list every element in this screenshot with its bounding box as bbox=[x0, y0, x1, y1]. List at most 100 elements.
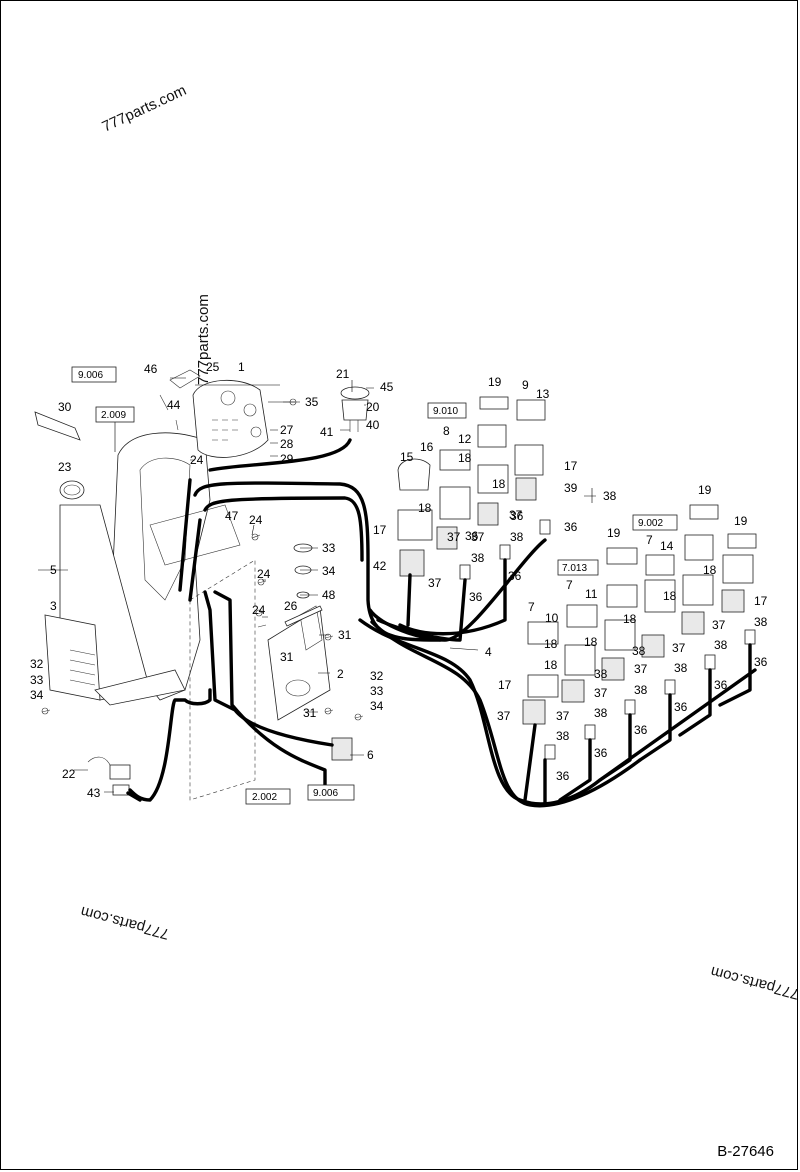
label-24a: 24 bbox=[190, 453, 204, 467]
label-34c: 34 bbox=[322, 564, 336, 578]
label-38h: 38 bbox=[556, 729, 570, 743]
label-7b: 7 bbox=[566, 578, 573, 592]
label-18b: 18 bbox=[418, 501, 432, 515]
ref-box-9006-bottom: 9.006 bbox=[313, 788, 338, 799]
label-18f: 18 bbox=[623, 612, 637, 626]
label-44: 44 bbox=[167, 398, 181, 412]
label-36j: 36 bbox=[510, 509, 524, 523]
label-29: 29 bbox=[280, 452, 294, 466]
watermark-bottom-right: 777parts.com bbox=[709, 963, 800, 1003]
label-37j: 37 bbox=[447, 530, 461, 544]
label-7c: 7 bbox=[528, 600, 535, 614]
ref-box-7013: 7.013 bbox=[562, 563, 587, 574]
label-48: 48 bbox=[322, 588, 336, 602]
label-20: 20 bbox=[366, 400, 380, 414]
label-19d: 19 bbox=[607, 526, 621, 540]
label-42: 42 bbox=[373, 559, 387, 573]
foam-strip-30 bbox=[34, 411, 81, 441]
label-5: 5 bbox=[50, 563, 57, 577]
label-37i: 37 bbox=[497, 709, 511, 723]
label-17a: 17 bbox=[564, 459, 578, 473]
label-19c: 19 bbox=[734, 514, 748, 528]
label-34a: 34 bbox=[30, 688, 44, 702]
console-housing bbox=[44, 432, 256, 801]
label-33c: 33 bbox=[322, 541, 336, 555]
label-37d: 37 bbox=[712, 618, 726, 632]
label-36c: 36 bbox=[469, 590, 483, 604]
label-38-group: 38 bbox=[603, 489, 617, 503]
label-16: 16 bbox=[420, 440, 434, 454]
label-27: 27 bbox=[280, 423, 294, 437]
watermark-bottom-left: 777parts.com bbox=[79, 903, 171, 943]
label-38j: 38 bbox=[594, 667, 608, 681]
ref-box-9010: 9.010 bbox=[433, 406, 458, 417]
label-41: 41 bbox=[320, 425, 334, 439]
label-18d: 18 bbox=[703, 563, 717, 577]
label-17c: 17 bbox=[754, 594, 768, 608]
label-34b: 34 bbox=[370, 699, 384, 713]
label-37h: 37 bbox=[556, 709, 570, 723]
label-11: 11 bbox=[585, 587, 598, 601]
label-26: 26 bbox=[284, 599, 298, 613]
label-18h: 18 bbox=[544, 658, 558, 672]
connector-22-43 bbox=[87, 756, 131, 796]
label-37c: 37 bbox=[428, 576, 442, 590]
label-14: 14 bbox=[660, 539, 674, 553]
label-18g: 18 bbox=[584, 635, 598, 649]
label-31b: 31 bbox=[280, 650, 294, 664]
label-37a: 37 bbox=[509, 508, 523, 522]
label-12: 12 bbox=[458, 432, 472, 446]
label-18a: 18 bbox=[458, 451, 472, 465]
label-36h: 36 bbox=[594, 746, 608, 760]
wiring-harness bbox=[126, 438, 757, 808]
label-10: 10 bbox=[545, 611, 559, 625]
label-3: 3 bbox=[50, 599, 57, 613]
label-35: 35 bbox=[305, 395, 319, 409]
label-39: 39 bbox=[564, 481, 578, 495]
label-7a: 7 bbox=[646, 533, 653, 547]
connector-6 bbox=[331, 737, 353, 761]
label-32b: 32 bbox=[370, 669, 384, 683]
label-33a: 33 bbox=[30, 673, 44, 687]
label-32a: 32 bbox=[30, 657, 44, 671]
label-9: 9 bbox=[522, 378, 529, 392]
label-24c: 24 bbox=[257, 567, 271, 581]
ring-23 bbox=[59, 480, 85, 500]
label-8: 8 bbox=[443, 424, 450, 438]
watermark-top-left: 777parts.com bbox=[100, 82, 190, 136]
ref-box-2002: 2.002 bbox=[252, 792, 277, 803]
label-43: 43 bbox=[87, 786, 101, 800]
label-36f: 36 bbox=[674, 700, 688, 714]
label-40: 40 bbox=[366, 418, 380, 432]
screws bbox=[41, 398, 364, 721]
label-24d: 24 bbox=[252, 603, 266, 617]
label-38b: 38 bbox=[471, 551, 485, 565]
part-labels: 1 2 3 4 5 6 7 7 7 8 9 10 11 12 13 14 15 … bbox=[30, 360, 768, 800]
label-13: 13 bbox=[536, 387, 550, 401]
label-31c: 31 bbox=[303, 706, 317, 720]
label-38f: 38 bbox=[634, 683, 648, 697]
label-15: 15 bbox=[400, 450, 414, 464]
label-1: 1 bbox=[238, 360, 245, 374]
label-28: 28 bbox=[280, 437, 294, 451]
label-18c: 18 bbox=[492, 477, 506, 491]
label-36d: 36 bbox=[754, 655, 768, 669]
label-47: 47 bbox=[225, 509, 239, 523]
label-38d: 38 bbox=[714, 638, 728, 652]
label-22: 22 bbox=[62, 767, 76, 781]
label-46: 46 bbox=[144, 362, 158, 376]
label-24b: 24 bbox=[249, 513, 263, 527]
bracket-plate-2 bbox=[267, 605, 331, 721]
label-6: 6 bbox=[367, 748, 374, 762]
label-37b: 37 bbox=[471, 530, 485, 544]
label-19b: 19 bbox=[698, 483, 712, 497]
label-23: 23 bbox=[58, 460, 72, 474]
watermark-vertical: 777parts.com bbox=[195, 294, 212, 385]
label-2: 2 bbox=[337, 667, 344, 681]
label-25: 25 bbox=[206, 360, 220, 374]
label-36k: 36 bbox=[465, 529, 479, 543]
label-37g: 37 bbox=[594, 686, 608, 700]
ref-box-9002: 9.002 bbox=[638, 518, 663, 529]
